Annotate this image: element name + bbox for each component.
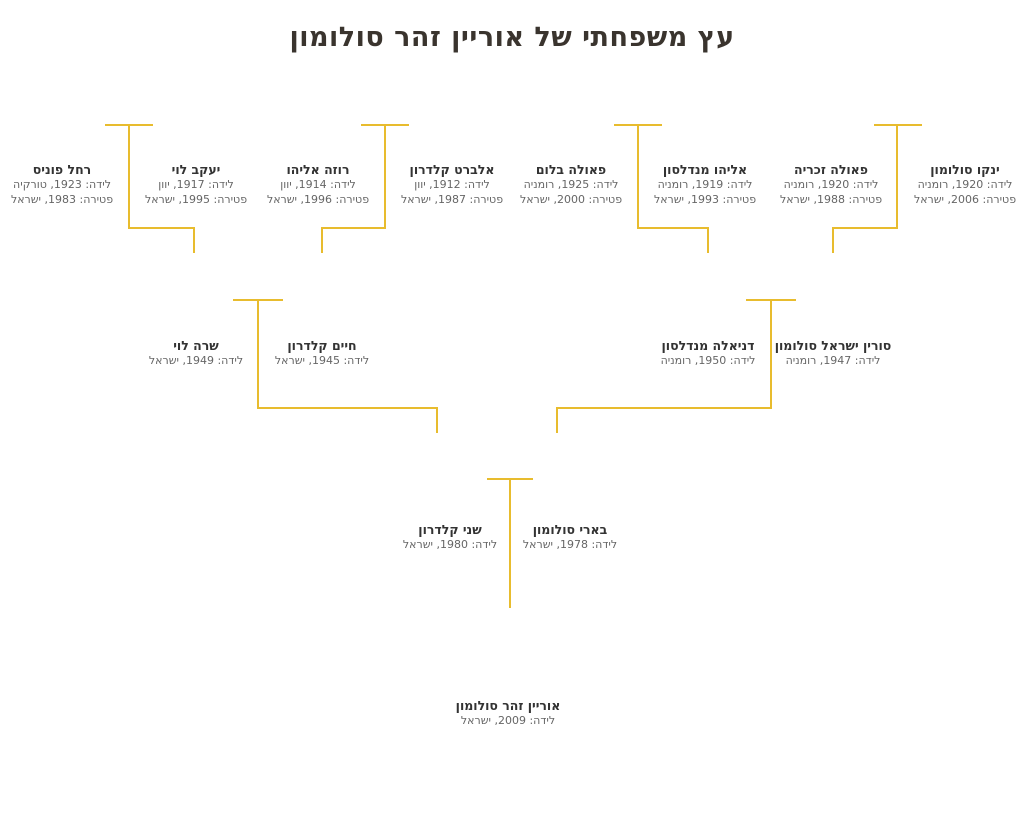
person-birth: לידה: 1912, יוון bbox=[414, 178, 490, 191]
person-name: חיים קלדרון bbox=[287, 338, 357, 353]
page-title: עץ משפחתי של אוריין זהר סולומון bbox=[289, 22, 735, 53]
person-shani-calderon: שני קלדרון לידה: 1980, ישראל bbox=[375, 522, 525, 553]
descent-drop-couple6 bbox=[556, 407, 558, 433]
person-chaim-calderon: חיים קלדרון לידה: 1945, ישראל bbox=[247, 338, 397, 369]
descent-drop-couple5 bbox=[436, 407, 438, 433]
person-name: רחל פוניס bbox=[32, 162, 92, 177]
person-death: פטירה: 2000, ישראל bbox=[519, 192, 623, 206]
person-death: פטירה: 1993, ישראל bbox=[653, 192, 757, 206]
person-name: יעקב לוי bbox=[171, 162, 221, 177]
person-name: אלברט קלדרון bbox=[409, 162, 495, 177]
person-paula-blum: פאולה בלום לידה: 1925, רומניה פטירה: 200… bbox=[496, 162, 646, 207]
person-eliyahu-mendelson: אליהו מנדלסון לידה: 1919, רומניה פטירה: … bbox=[630, 162, 780, 207]
person-birth: לידה: 2009, ישראל bbox=[460, 714, 556, 727]
person-death: פטירה: 1988, ישראל bbox=[779, 192, 883, 206]
person-name: דניאלה מנדלסון bbox=[661, 338, 755, 353]
person-birth: לידה: 1925, רומניה bbox=[523, 178, 619, 191]
marriage-bar-couple4 bbox=[874, 124, 922, 126]
marriage-stem-couple3 bbox=[637, 124, 639, 229]
person-birth: לידה: 1917, יוון bbox=[158, 178, 234, 191]
person-name: אליהו מנדלסון bbox=[662, 162, 748, 177]
descent-drop-couple3 bbox=[707, 227, 709, 253]
person-birth: לידה: 1919, רומניה bbox=[657, 178, 753, 191]
descent-elbow-couple5 bbox=[257, 407, 438, 409]
person-death: פטירה: 1987, ישראל bbox=[400, 192, 504, 206]
descent-elbow-couple1 bbox=[128, 227, 195, 229]
person-yaakov-levi: יעקב לוי לידה: 1917, יוון פטירה: 1995, י… bbox=[121, 162, 271, 207]
person-orian-zohar-solomon: אוריין זהר סולומון לידה: 2009, ישראל bbox=[433, 698, 583, 729]
descent-elbow-couple2 bbox=[321, 227, 386, 229]
person-sara-levi: שרה לוי לידה: 1949, ישראל bbox=[121, 338, 271, 369]
person-birth: לידה: 1947, רומניה bbox=[785, 354, 881, 367]
person-birth: לידה: 1949, ישראל bbox=[148, 354, 244, 367]
marriage-stem-couple5 bbox=[257, 299, 259, 409]
descent-drop-couple4 bbox=[832, 227, 834, 253]
person-birth: לידה: 1914, יוון bbox=[280, 178, 356, 191]
person-name: פאולה זכריה bbox=[794, 162, 868, 177]
person-birth: לידה: 1920, רומניה bbox=[917, 178, 1013, 191]
descent-drop-couple1 bbox=[193, 227, 195, 253]
marriage-stem-couple4 bbox=[896, 124, 898, 229]
person-death: פטירה: 1996, ישראל bbox=[266, 192, 370, 206]
descent-drop-couple2 bbox=[321, 227, 323, 253]
person-bari-solomon: בארי סולומון לידה: 1978, ישראל bbox=[495, 522, 645, 553]
person-death: פטירה: 2006, ישראל bbox=[913, 192, 1017, 206]
person-name: פאולה בלום bbox=[535, 162, 607, 177]
person-yanku-solomon: ינקו סולומון לידה: 1920, רומניה פטירה: 2… bbox=[890, 162, 1024, 207]
person-name: שרה לוי bbox=[173, 338, 219, 353]
person-name: שני קלדרון bbox=[418, 522, 482, 537]
person-name: בארי סולומון bbox=[532, 522, 608, 537]
marriage-stem-couple6 bbox=[770, 299, 772, 409]
descent-stem-couple7 bbox=[509, 478, 511, 608]
person-birth: לידה: 1978, ישראל bbox=[522, 538, 618, 551]
marriage-stem-couple1 bbox=[128, 124, 130, 229]
person-albert-calderon: אלברט קלדרון לידה: 1912, יוון פטירה: 198… bbox=[377, 162, 527, 207]
person-paula-zecharia: פאולה זכריה לידה: 1920, רומניה פטירה: 19… bbox=[756, 162, 906, 207]
person-name: אוריין זהר סולומון bbox=[455, 698, 561, 713]
person-death: פטירה: 1983, ישראל bbox=[10, 192, 114, 206]
person-death: פטירה: 1995, ישראל bbox=[144, 192, 248, 206]
person-rachel-ponis: רחל פוניס לידה: 1923, טורקיה פטירה: 1983… bbox=[0, 162, 137, 207]
person-birth: לידה: 1950, רומניה bbox=[660, 354, 756, 367]
descent-elbow-couple4 bbox=[832, 227, 898, 229]
person-daniela-mendelson: דניאלה מנדלסון לידה: 1950, רומניה bbox=[633, 338, 783, 369]
person-name: סורין ישראל סולומון bbox=[774, 338, 892, 353]
person-birth: לידה: 1923, טורקיה bbox=[13, 178, 111, 191]
descent-elbow-couple6 bbox=[556, 407, 772, 409]
person-birth: לידה: 1980, ישראל bbox=[402, 538, 498, 551]
person-birth: לידה: 1920, רומניה bbox=[783, 178, 879, 191]
marriage-stem-couple2 bbox=[384, 124, 386, 229]
person-name: רוזה אליהו bbox=[286, 162, 350, 177]
person-birth: לידה: 1945, ישראל bbox=[274, 354, 370, 367]
person-name: ינקו סולומון bbox=[930, 162, 1000, 177]
person-roza-eliyahu: רוזה אליהו לידה: 1914, יוון פטירה: 1996,… bbox=[243, 162, 393, 207]
person-sorin-israel-solomon: סורין ישראל סולומון לידה: 1947, רומניה bbox=[758, 338, 908, 369]
descent-elbow-couple3 bbox=[637, 227, 709, 229]
